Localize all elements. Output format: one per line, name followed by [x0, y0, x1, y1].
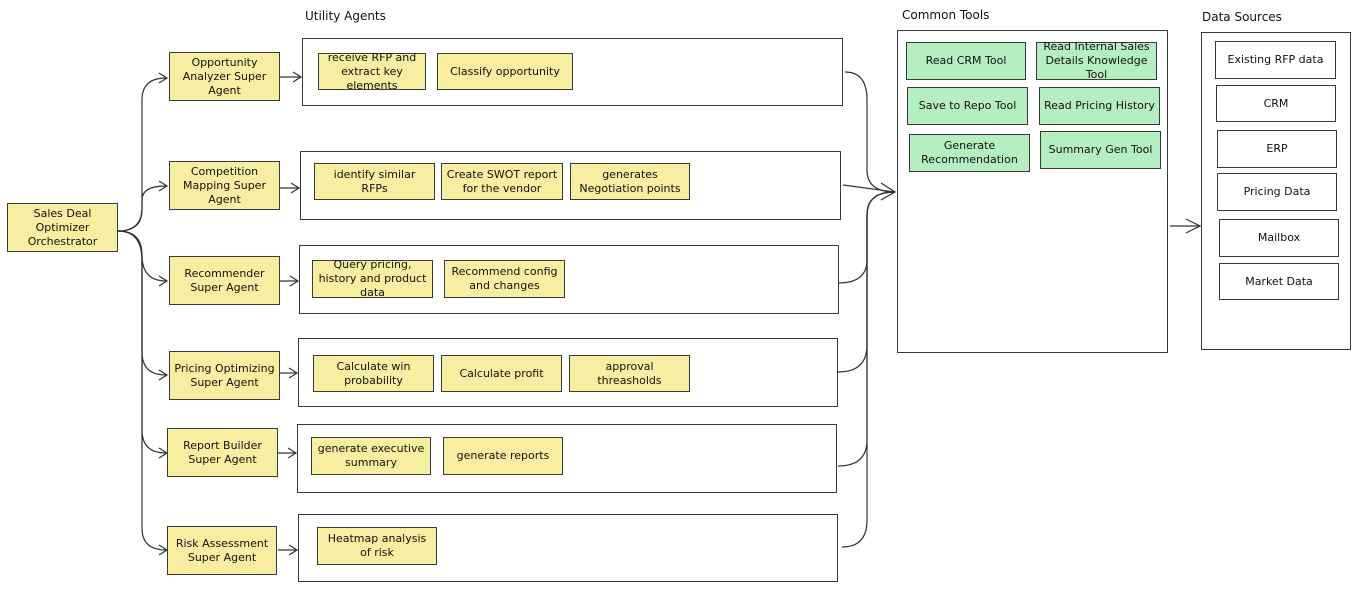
task-heatmap-analysis[interactable]: Heatmap analysis of risk — [317, 527, 437, 565]
tool-read-internal-sales[interactable]: Read Internal Sales Details Knowledge To… — [1036, 40, 1157, 81]
task-identify-similar-rfps[interactable]: identify similar RFPs — [314, 163, 435, 200]
task-calculate-win-probability[interactable]: Calculate win probability — [313, 355, 434, 392]
task-calculate-profit[interactable]: Calculate profit — [441, 355, 562, 392]
agent-report-builder[interactable]: Report Builder Super Agent — [167, 428, 278, 477]
source-market-data[interactable]: Market Data — [1219, 263, 1339, 300]
tool-summary-gen[interactable]: Summary Gen Tool — [1040, 131, 1161, 169]
agent-opportunity-analyzer[interactable]: Opportunity Analyzer Super Agent — [169, 52, 280, 101]
task-generate-reports[interactable]: generate reports — [443, 437, 563, 475]
task-receive-rfp[interactable]: receive RFP and extract key elements — [318, 51, 426, 92]
task-generate-executive-summary[interactable]: generate executive summary — [311, 437, 431, 475]
agent-competition-mapping[interactable]: Competition Mapping Super Agent — [169, 161, 280, 210]
task-query-pricing[interactable]: Query pricing, history and product data — [312, 258, 433, 299]
source-erp[interactable]: ERP — [1217, 130, 1337, 168]
orchestrator-node[interactable]: Sales Deal Optimizer Orchestrator — [7, 203, 118, 252]
task-create-swot-report[interactable]: Create SWOT report for the vendor — [441, 163, 563, 200]
common-tools-heading: Common Tools — [902, 8, 990, 22]
tool-read-crm[interactable]: Read CRM Tool — [906, 42, 1026, 80]
source-existing-rfp-data[interactable]: Existing RFP data — [1215, 41, 1336, 79]
common-tools-panel — [897, 30, 1168, 353]
tool-save-to-repo[interactable]: Save to Repo Tool — [907, 87, 1028, 125]
utility-agents-heading: Utility Agents — [305, 9, 386, 23]
source-mailbox[interactable]: Mailbox — [1219, 219, 1339, 257]
tool-read-pricing-history[interactable]: Read Pricing History — [1039, 87, 1160, 125]
task-classify-opportunity[interactable]: Classify opportunity — [437, 53, 573, 90]
agent-pricing-optimizing[interactable]: Pricing Optimizing Super Agent — [169, 351, 280, 400]
tool-generate-recommendation[interactable]: Generate Recommendation — [909, 134, 1030, 172]
source-crm[interactable]: CRM — [1216, 85, 1336, 122]
agent-recommender[interactable]: Recommender Super Agent — [169, 256, 280, 305]
data-sources-heading: Data Sources — [1202, 10, 1282, 24]
task-recommend-config[interactable]: Recommend config and changes — [444, 260, 565, 298]
task-negotiation-points[interactable]: generates Negotiation points — [570, 163, 690, 200]
source-pricing-data[interactable]: Pricing Data — [1217, 173, 1337, 211]
agent-risk-assessment[interactable]: Risk Assessment Super Agent — [167, 526, 277, 575]
task-approval-thresholds[interactable]: approval threasholds — [569, 355, 690, 392]
